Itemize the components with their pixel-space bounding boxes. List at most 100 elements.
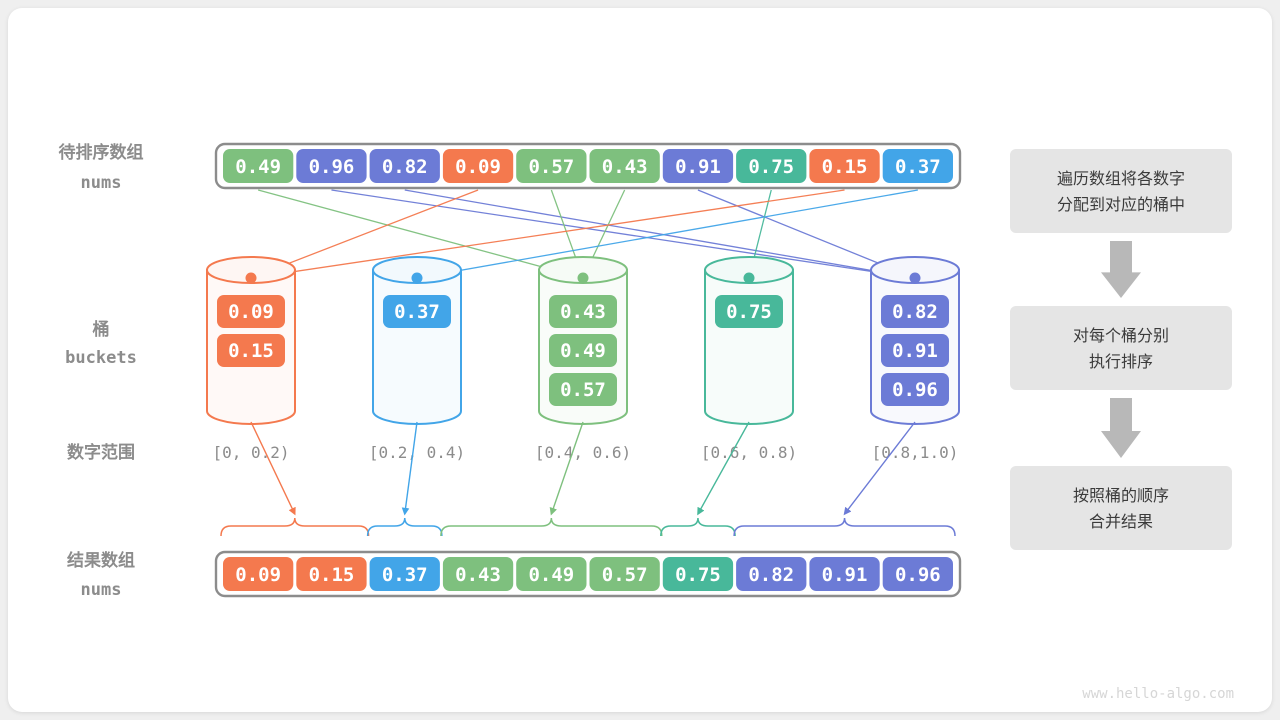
result-array-cell[interactable]: 0.75 <box>662 557 734 591</box>
array-cell-box <box>296 557 367 591</box>
input-array-cell[interactable]: 0.43 <box>589 149 660 183</box>
bucket-item-value: 0.09 <box>228 301 274 323</box>
bucket-2[interactable]: 0.43 0.49 0.57 <box>538 256 628 425</box>
step-note-line: 分配到对应的桶中 <box>1057 195 1185 214</box>
label-buckets-cn: 桶 <box>93 319 110 340</box>
bucket-3[interactable]: 0.75 <box>704 256 794 425</box>
array-cell-box <box>882 149 953 183</box>
result-array-cell[interactable]: 0.09 <box>223 557 294 591</box>
bucket-anchor-dot <box>245 272 257 284</box>
array-cell-value: 0.43 <box>602 156 648 178</box>
connector-line <box>331 189 916 279</box>
array-cell-box <box>516 149 587 183</box>
bucket-item-value: 0.49 <box>560 340 606 362</box>
result-array-cell[interactable]: 0.82 <box>736 557 807 591</box>
input-array-cell[interactable]: 0.15 <box>809 149 880 183</box>
range-label-3: [0.6, 0.8) <box>701 443 797 462</box>
merge-brace <box>440 517 663 537</box>
array-cell-box <box>662 557 734 591</box>
result-array-cell[interactable]: 0.49 <box>516 557 587 591</box>
bucket-anchor-dot <box>743 272 755 284</box>
bucket-0[interactable]: 0.09 0.15 <box>206 256 296 425</box>
result-array-frame <box>214 550 962 598</box>
array-cell-value: 0.43 <box>455 564 501 586</box>
result-array-cell[interactable]: 0.57 <box>589 557 660 591</box>
result-array-cell[interactable]: 0.37 <box>369 557 440 591</box>
array-cell-value: 0.96 <box>895 564 941 586</box>
merge-arrow <box>401 421 418 516</box>
array-cell-value: 0.96 <box>309 156 355 178</box>
step-down-arrow <box>1101 398 1141 458</box>
array-cell-value: 0.37 <box>895 156 941 178</box>
input-array-cell[interactable]: 0.37 <box>882 149 953 183</box>
bucket-item <box>549 373 617 406</box>
merge-brace <box>733 517 956 537</box>
result-array-cell[interactable]: 0.43 <box>442 557 514 591</box>
step-note-line: 合并结果 <box>1089 512 1153 531</box>
array-cell-box <box>589 557 660 591</box>
bucket-1[interactable]: 0.37 <box>372 256 462 425</box>
step-note-box <box>1010 306 1232 390</box>
bucket-item <box>217 295 285 328</box>
watermark: www.hello-algo.com <box>1082 686 1234 702</box>
bucket-item <box>881 373 949 406</box>
result-array-cell[interactable]: 0.96 <box>882 557 953 591</box>
input-array-cell[interactable]: 0.49 <box>223 149 294 183</box>
array-cell-box <box>369 149 440 183</box>
array-cell-box <box>736 557 807 591</box>
array-cell-box <box>882 557 953 591</box>
array-cell-value: 0.82 <box>382 156 428 178</box>
step-note-box <box>1010 149 1232 233</box>
array-cell-value: 0.49 <box>528 564 574 586</box>
label-ranges-cn: 数字范围 <box>67 442 135 463</box>
range-labels: [0, 0.2)[0.2, 0.4)[0.4, 0.6)[0.6, 0.8)[0… <box>212 443 958 462</box>
array-cell-box <box>516 557 587 591</box>
bucket-anchor-dot <box>411 272 423 284</box>
array-cell-box <box>809 149 880 183</box>
bucket-item-value: 0.57 <box>560 379 606 401</box>
input-array-cell[interactable]: 0.57 <box>516 149 587 183</box>
connector-line <box>416 189 918 279</box>
bucket-item <box>383 295 451 328</box>
range-label-0: [0, 0.2) <box>212 443 289 462</box>
bucket-item-value: 0.15 <box>228 340 274 362</box>
step-note-line: 对每个桶分别 <box>1073 326 1169 345</box>
input-array-cell[interactable]: 0.91 <box>662 149 734 183</box>
input-array-cell[interactable]: 0.75 <box>736 149 807 183</box>
array-cell-box <box>223 149 294 183</box>
array-cell-value: 0.09 <box>455 156 501 178</box>
merge-connectors <box>220 421 956 537</box>
result-array-cell[interactable]: 0.15 <box>296 557 367 591</box>
bucket-item <box>715 295 783 328</box>
array-cell-box <box>809 557 880 591</box>
merge-brace <box>220 517 370 537</box>
array-cell-box <box>442 557 514 591</box>
bucket-anchor-dot <box>577 272 589 284</box>
label-result-array-cn: 结果数组 <box>67 550 135 571</box>
range-label-2: [0.4, 0.6) <box>535 443 631 462</box>
merge-arrow <box>843 421 916 516</box>
input-array-cell[interactable]: 0.96 <box>296 149 367 183</box>
bucket-item-value: 0.43 <box>560 301 606 323</box>
result-array-cell[interactable]: 0.91 <box>809 557 880 591</box>
input-array-cell[interactable]: 0.09 <box>442 149 514 183</box>
input-array-cell[interactable]: 0.82 <box>369 149 440 183</box>
connector-line <box>404 189 916 279</box>
connector-line <box>257 189 584 279</box>
bucket-item <box>549 334 617 367</box>
bucket-4[interactable]: 0.820.910.96 <box>870 256 960 425</box>
array-cell-value: 0.91 <box>822 564 868 586</box>
step-note-line: 执行排序 <box>1089 352 1153 371</box>
merge-brace <box>660 517 736 537</box>
array-cell-value: 0.75 <box>675 564 721 586</box>
merge-arrow <box>250 421 296 516</box>
